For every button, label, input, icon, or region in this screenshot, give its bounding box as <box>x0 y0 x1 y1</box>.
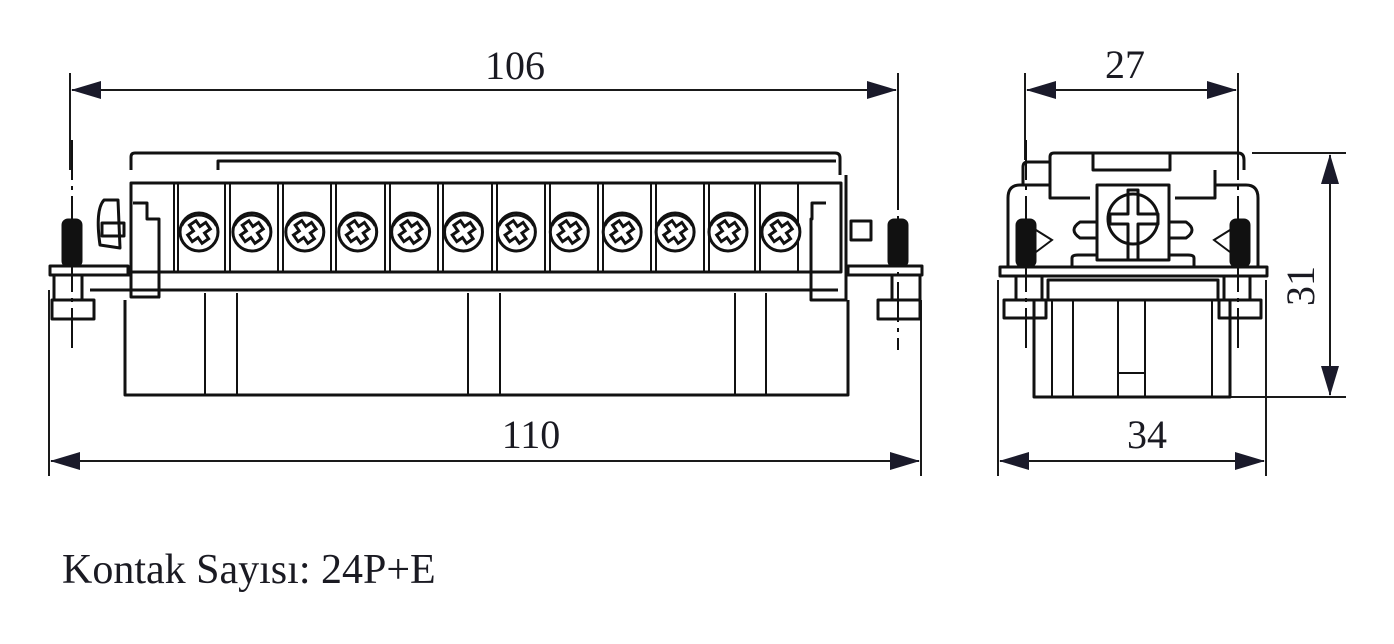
terminal-screw-icon <box>760 211 802 253</box>
arrow-right-icon <box>1207 81 1237 99</box>
terminal-block-frame <box>129 181 843 274</box>
terminal-screw-icon <box>443 211 484 253</box>
right-spring <box>1212 229 1231 253</box>
front-view <box>48 140 924 397</box>
arrow-left-icon <box>71 81 101 99</box>
center-cap <box>1091 153 1172 172</box>
terminal-screw-icon <box>548 211 590 253</box>
terminal-screw-icon <box>707 211 749 253</box>
dimension-31: 31 <box>1215 152 1346 398</box>
shoulder <box>1048 170 1217 200</box>
mounting-plate <box>48 264 130 277</box>
dimension-34: 34 <box>997 280 1267 476</box>
arrow-left-icon <box>1026 81 1056 99</box>
contact-count-caption: Kontak Sayısı: 24P+E <box>62 547 436 593</box>
washer <box>1217 298 1263 320</box>
center-screw-head <box>1106 192 1160 246</box>
right-side <box>1216 183 1260 268</box>
arrow-right-icon <box>867 81 897 99</box>
dimension-label-31: 31 <box>1278 266 1323 306</box>
left-side <box>1006 183 1050 268</box>
nut <box>890 273 922 302</box>
terminal-screw-icon <box>231 211 273 253</box>
lower-body-outline <box>123 300 850 397</box>
arrow-left-icon <box>999 452 1029 470</box>
dimension-106: 106 <box>69 43 899 170</box>
terminal-screw-icon <box>337 211 379 253</box>
left-flange <box>129 272 160 299</box>
dimension-27: 27 <box>1024 42 1239 160</box>
dimension-label-27: 27 <box>1105 42 1145 87</box>
clip-pin <box>100 221 126 238</box>
mounting-plate <box>846 264 924 277</box>
terminal-screw-icon <box>495 211 537 253</box>
side-view <box>998 140 1269 399</box>
right-end-cap <box>809 175 848 302</box>
nut <box>52 273 84 302</box>
dimension-label-34: 34 <box>1127 412 1167 457</box>
clip-pin <box>849 219 873 242</box>
body-shoulder <box>1046 278 1220 302</box>
bracket <box>90 273 130 292</box>
terminal-screw-icon <box>654 211 696 253</box>
cross-slot-icon <box>1108 188 1160 262</box>
left-lug <box>1072 220 1097 240</box>
arrow-right-icon <box>890 452 920 470</box>
dimension-110: 110 <box>48 290 922 476</box>
left-spring <box>1035 229 1054 253</box>
terminal-screw-icon <box>601 211 643 253</box>
dimension-label-106: 106 <box>485 43 545 88</box>
terminal-screw-icon <box>178 211 220 253</box>
terminal-screw-icon <box>284 211 326 253</box>
terminal-screws <box>178 211 802 253</box>
right-lug <box>1169 220 1194 240</box>
arrow-left-icon <box>50 452 80 470</box>
arrow-up-icon <box>1321 154 1339 184</box>
mounting-plate <box>998 265 1269 278</box>
arrow-down-icon <box>1321 366 1339 396</box>
left-cap <box>1021 160 1050 185</box>
nut <box>1014 274 1044 302</box>
threaded-stud-icon <box>1229 218 1251 268</box>
dimension-label-110: 110 <box>502 412 561 457</box>
left-mounting-screw <box>48 140 130 350</box>
left-end-cap <box>133 201 161 299</box>
lower-body-outline <box>1032 300 1232 399</box>
clip <box>96 198 122 250</box>
arrow-right-icon <box>1235 452 1265 470</box>
top-cover-outline <box>129 151 842 175</box>
right-mounting-screw <box>846 170 924 350</box>
top-outline <box>1048 151 1246 170</box>
terminal-screw-icon <box>390 211 432 253</box>
plate-riser <box>1070 253 1196 267</box>
top-cover-inner-line <box>216 159 836 170</box>
